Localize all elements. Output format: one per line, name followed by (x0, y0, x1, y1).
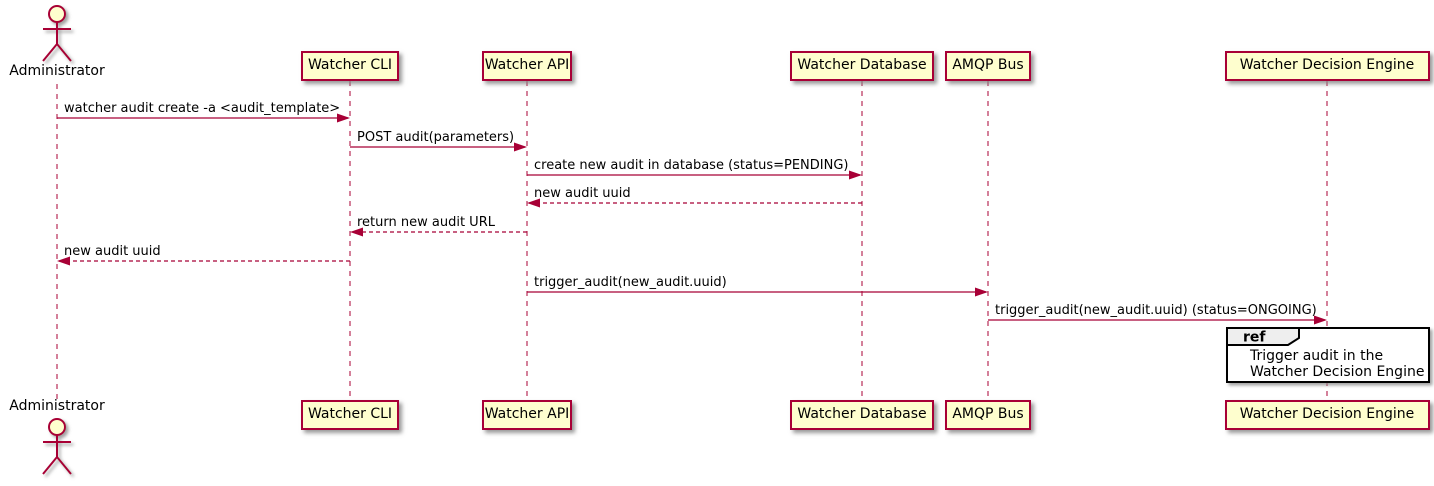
participant-bottom-watcher-decision-engine: Watcher Decision Engine (1224, 400, 1430, 430)
participant-top-watcher-cli: Watcher CLI (301, 51, 399, 81)
participant-top-amqp-bus: AMQP Bus (945, 51, 1031, 81)
message-label-0: watcher audit create -a <audit_template> (64, 101, 341, 116)
participant-top-watcher-decision-engine: Watcher Decision Engine (1224, 51, 1430, 81)
participant-bottom-watcher-api: Watcher API (482, 400, 572, 430)
message-label-6: trigger_audit(new_audit.uuid) (534, 275, 727, 290)
message-label-3: new audit uuid (534, 186, 631, 201)
actor-label-bottom: Administrator (9, 398, 105, 414)
message-arrowhead-7 (1314, 315, 1327, 325)
message-arrowhead-3 (527, 198, 540, 208)
message-arrowhead-6 (975, 287, 988, 297)
participant-top-watcher-api: Watcher API (482, 51, 572, 81)
message-arrowhead-2 (849, 170, 862, 180)
message-label-7: trigger_audit(new_audit.uuid) (status=ON… (995, 303, 1317, 318)
ref-keyword-tab (1226, 327, 1300, 346)
actor-icon (42, 418, 72, 475)
ref-text-line: Trigger audit in the (1249, 348, 1383, 364)
participant-top-watcher-database: Watcher Database (790, 51, 934, 81)
ref-text-line: Watcher Decision Engine (1250, 364, 1424, 380)
message-arrowhead-5 (57, 256, 70, 266)
message-label-2: create new audit in database (status=PEN… (534, 158, 849, 173)
message-arrowhead-1 (514, 142, 527, 152)
participant-bottom-watcher-cli: Watcher CLI (301, 400, 399, 430)
message-arrowhead-0 (337, 113, 350, 123)
participant-bottom-watcher-database: Watcher Database (790, 400, 934, 430)
actor-icon (42, 5, 72, 62)
ref-keyword: ref (1243, 330, 1266, 346)
message-arrowhead-4 (350, 227, 363, 237)
actor-label-top: Administrator (9, 63, 105, 79)
participant-bottom-amqp-bus: AMQP Bus (945, 400, 1031, 430)
message-label-4: return new audit URL (357, 215, 495, 230)
message-label-5: new audit uuid (64, 244, 161, 259)
message-label-1: POST audit(parameters) (357, 130, 515, 145)
